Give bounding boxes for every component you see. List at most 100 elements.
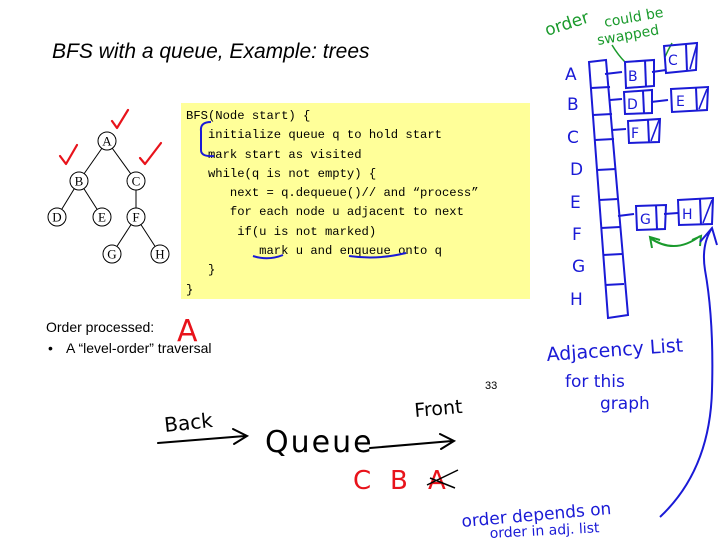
arrow-right-icon: [157, 428, 250, 445]
adj-entry: H: [682, 207, 693, 223]
adjacency-note: Adjacency List: [546, 335, 684, 366]
null-slash: [702, 199, 713, 224]
queue-item: B: [390, 466, 408, 496]
arrow-right-icon: [609, 98, 623, 101]
null-slash: [698, 88, 708, 110]
bfs-code-block: BFS(Node start) { initialize queue q to …: [181, 103, 530, 299]
array-divider: [604, 283, 625, 286]
svg-text:H: H: [155, 247, 164, 262]
array-divider: [600, 226, 621, 229]
underline-enqueue: [348, 252, 407, 259]
adjacency-note: for this: [565, 372, 625, 392]
adj-node-divider: [699, 198, 702, 226]
adj-node-box: [626, 117, 662, 145]
order-processed-label: Order processed:: [46, 319, 155, 335]
bracket-annotation: [199, 121, 215, 158]
adj-row-label: F: [572, 225, 582, 245]
array-divider: [596, 168, 617, 171]
adj-entry: E: [676, 94, 685, 110]
adj-node-box: [676, 196, 715, 227]
code-line: mark u and enqueue onto q: [186, 244, 442, 259]
queue-item: C: [353, 466, 371, 496]
adj-node-box: [622, 88, 653, 116]
level-order-bullet: •A “level-order” traversal: [48, 340, 212, 356]
adj-row-label: G: [572, 257, 585, 277]
tree-node-a: A: [97, 131, 117, 151]
svg-text:B: B: [75, 174, 84, 189]
queue-label: Queue: [265, 425, 374, 460]
code-line: }: [186, 282, 194, 297]
tree-node-c: C: [126, 171, 146, 191]
arrow-right-icon: [617, 213, 635, 217]
code-line: BFS(Node start) {: [186, 109, 311, 123]
array-divider: [592, 113, 613, 116]
order-header: order: [542, 8, 591, 41]
adj-row-label: C: [567, 128, 579, 148]
slide-title: BFS with a queue, Example: trees: [52, 40, 370, 63]
svg-text:A: A: [102, 134, 112, 149]
order-depends-note: order in adj. list: [489, 520, 600, 540]
adjacency-array: [587, 58, 630, 320]
check-mark-icon: [138, 141, 163, 166]
adj-node-divider: [644, 59, 647, 88]
order-processed-value: A: [177, 314, 198, 349]
adj-node-box: [669, 85, 710, 114]
arrow-right-icon: [650, 99, 669, 103]
adj-node-divider: [685, 43, 688, 72]
adj-row-label: A: [565, 65, 577, 85]
code-line: while(q is not empty) {: [186, 166, 377, 181]
adj-row-label: D: [570, 160, 583, 180]
adj-row-label: B: [567, 95, 579, 115]
code-line: }: [186, 263, 216, 278]
svg-text:E: E: [98, 210, 106, 225]
check-mark-icon: [58, 143, 79, 166]
null-slash: [689, 43, 698, 70]
adj-node-divider: [655, 204, 658, 230]
tree-node-f: F: [126, 207, 146, 227]
arrow-up-icon: [659, 225, 718, 518]
array-divider: [602, 253, 623, 256]
bullet-dot: •: [48, 340, 53, 356]
queue-back-label: Back: [163, 408, 214, 437]
adj-entry: C: [668, 53, 678, 69]
underline-mark: [252, 254, 284, 260]
tree-node-d: D: [47, 207, 67, 227]
check-mark-icon: [110, 108, 130, 130]
svg-text:F: F: [132, 210, 139, 225]
svg-text:C: C: [132, 174, 141, 189]
array-divider: [594, 138, 615, 141]
adj-entry: B: [628, 69, 638, 85]
page-number: 33: [485, 380, 498, 392]
code-line: for each node u adjacent to next: [186, 205, 464, 220]
tree-node-g: G: [102, 244, 122, 264]
adj-node-divider: [642, 90, 645, 114]
adj-entry: G: [640, 212, 651, 228]
code-line: mark start as visited: [186, 147, 362, 162]
adj-entry: F: [631, 126, 639, 142]
svg-text:D: D: [52, 210, 61, 225]
swap-arrows-icon: [648, 234, 703, 249]
tree-node-b: B: [69, 171, 89, 191]
code-line: next = q.dequeue()// and “process”: [186, 186, 479, 201]
null-slash: [650, 119, 660, 142]
arrow-right-icon: [663, 212, 679, 215]
array-divider: [598, 198, 619, 201]
strike-mark: [426, 469, 459, 489]
tree-node-h: H: [150, 244, 170, 264]
adj-row-label: E: [570, 193, 581, 213]
queue-front-label: Front: [414, 396, 464, 422]
svg-text:G: G: [107, 247, 116, 262]
adjacency-note: graph: [600, 394, 650, 414]
adj-node-divider: [647, 119, 650, 143]
arrow-right-icon: [604, 71, 623, 75]
code-line: if(u is not marked): [186, 224, 377, 239]
arrow-right-icon: [611, 128, 627, 131]
adj-row-label: H: [570, 290, 583, 310]
tree-edges: [56, 140, 161, 255]
tree-node-e: E: [92, 207, 112, 227]
arrow-right-icon: [651, 69, 667, 73]
adj-entry: D: [627, 97, 638, 113]
code-line: initialize queue q to hold start: [186, 128, 442, 143]
pointer-line: [611, 44, 626, 63]
